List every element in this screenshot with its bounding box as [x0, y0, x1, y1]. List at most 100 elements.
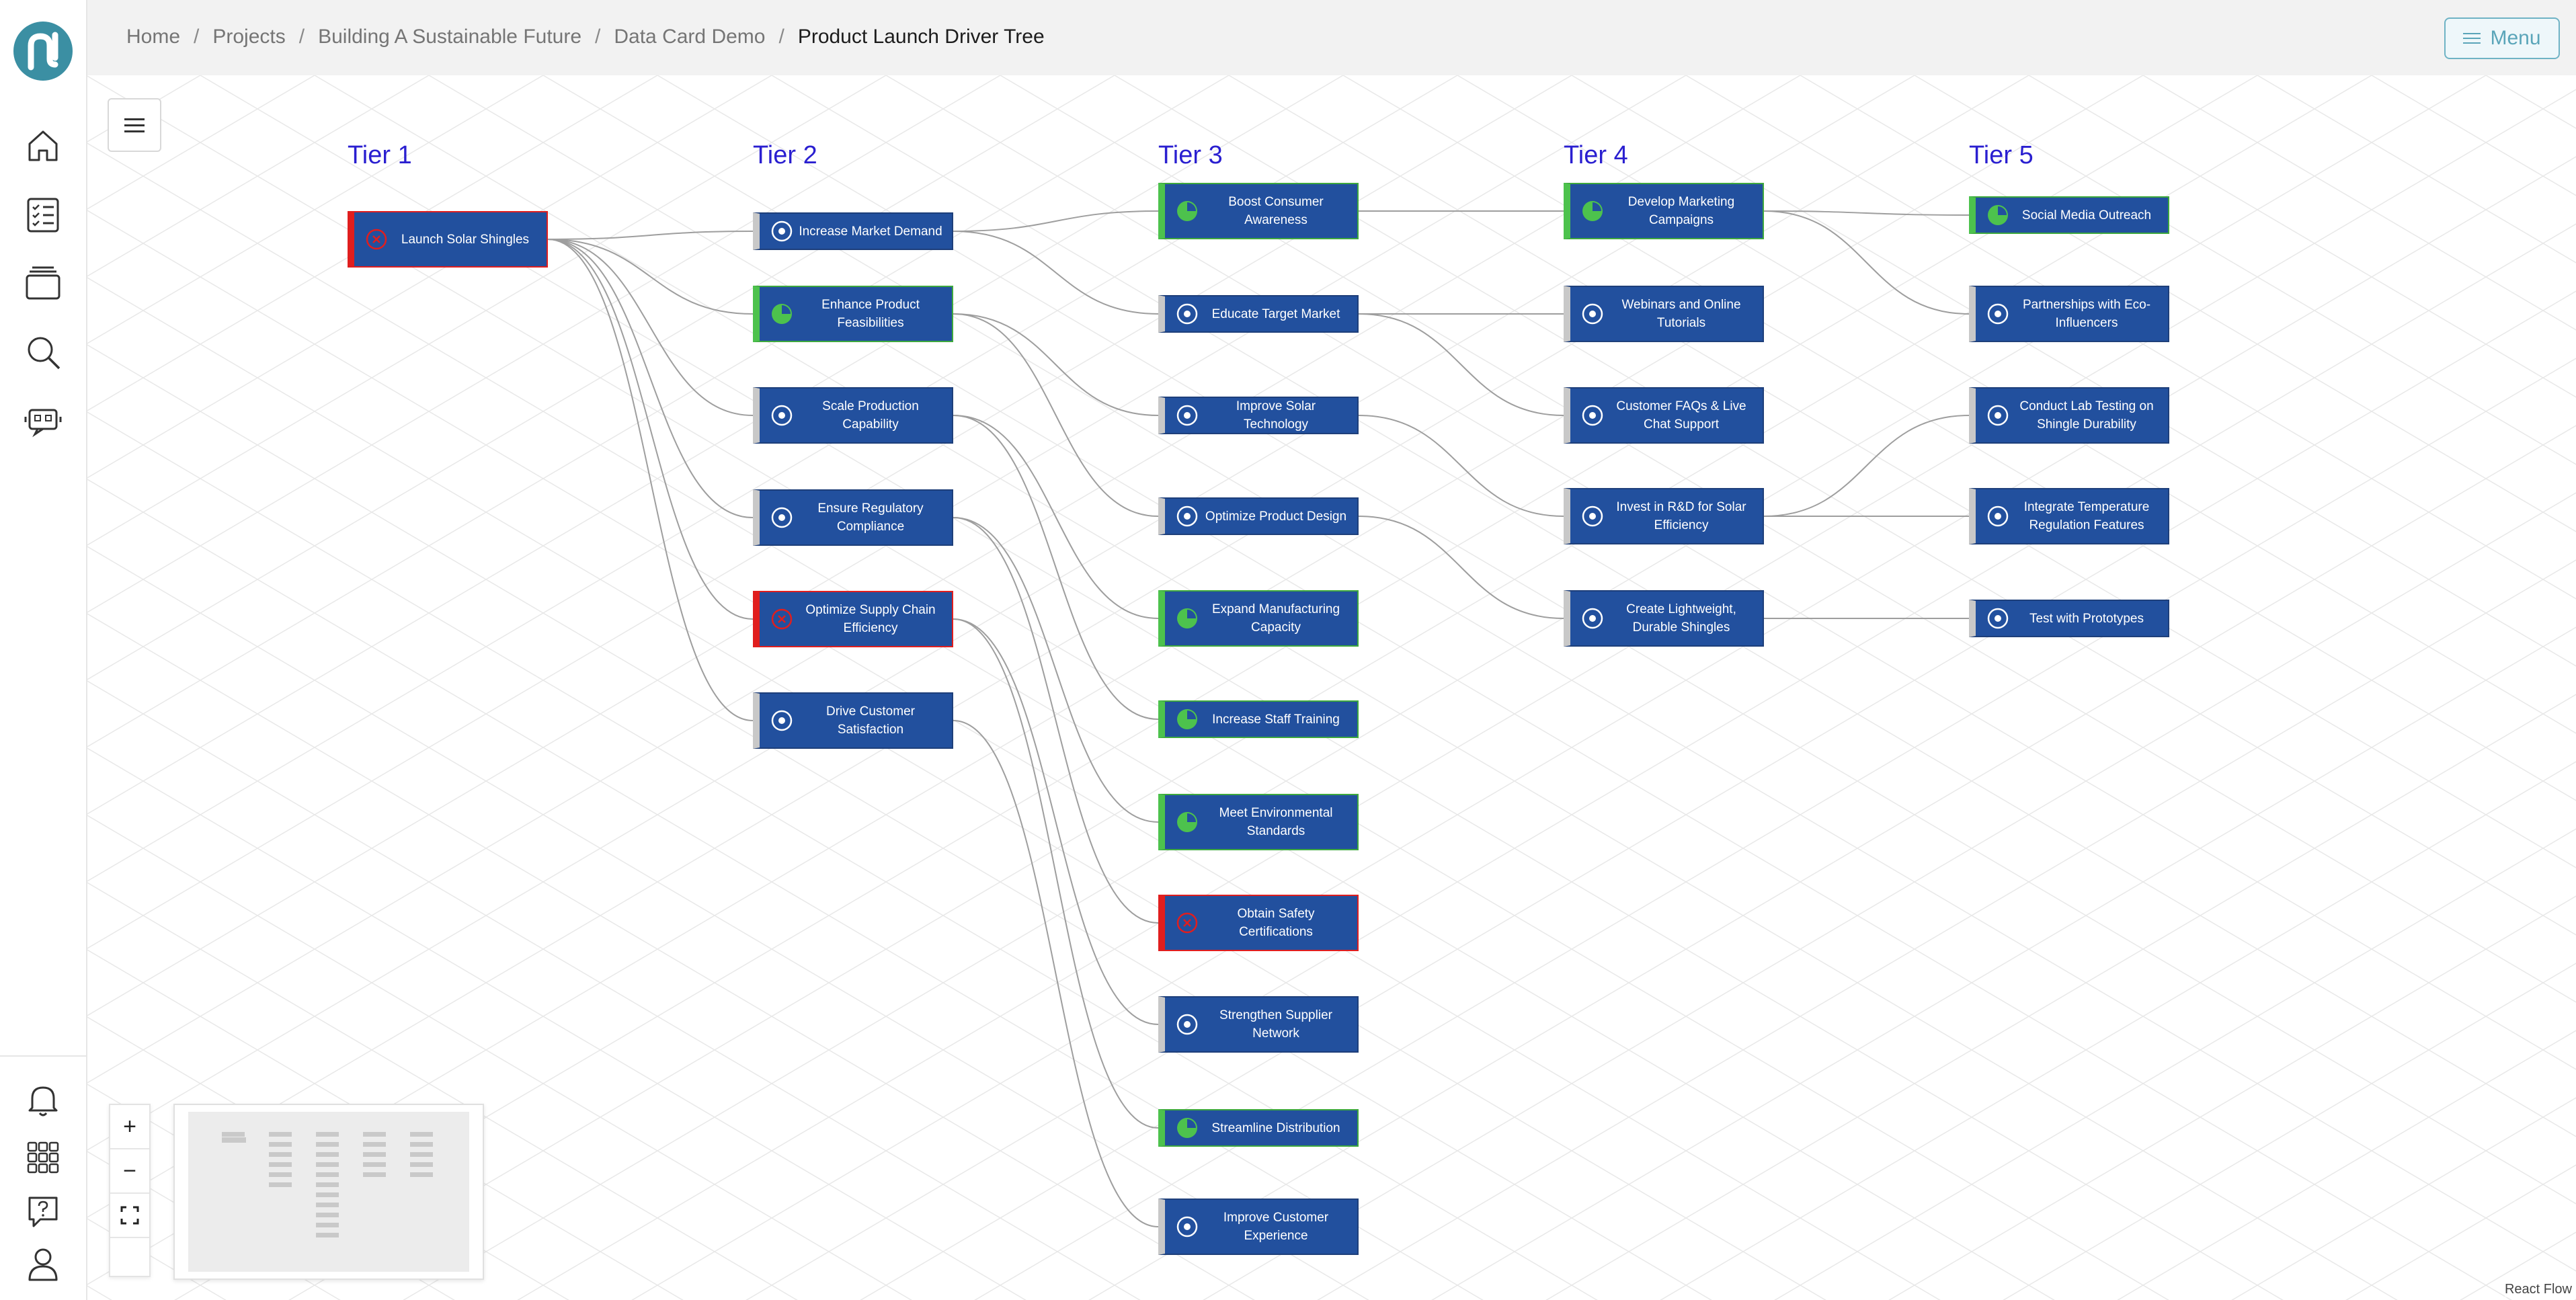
- driver-node-label: Invest in R&D for Solar Efficiency: [1616, 500, 1746, 532]
- driver-node[interactable]: Boost Consumer Awareness: [1158, 183, 1359, 239]
- driver-node-label: Scale Production Capability: [822, 399, 919, 432]
- home-icon[interactable]: [23, 125, 63, 165]
- not-started-status-icon: [1581, 404, 1604, 427]
- not-started-status-icon: [770, 404, 793, 427]
- driver-node[interactable]: Customer FAQs & Live Chat Support: [1564, 387, 1764, 444]
- zoom-in-button[interactable]: +: [110, 1105, 149, 1149]
- progress-pie-icon: [1581, 200, 1604, 222]
- edge-connector: [953, 415, 1159, 720]
- driver-node[interactable]: Launch Solar Shingles: [348, 211, 548, 268]
- driver-node[interactable]: Develop Marketing Campaigns: [1564, 183, 1764, 239]
- driver-node-label: Obtain Safety Certifications: [1237, 907, 1315, 939]
- driver-node[interactable]: Webinars and Online Tutorials: [1564, 286, 1764, 342]
- driver-node[interactable]: Improve Solar Technology: [1158, 397, 1359, 434]
- driver-node[interactable]: Drive Customer Satisfaction: [753, 692, 953, 749]
- driver-node[interactable]: Conduct Lab Testing on Shingle Durabilit…: [1969, 387, 2169, 444]
- edge-connector: [1358, 415, 1564, 517]
- edge-connector: [1358, 313, 1564, 416]
- progress-pie-icon: [1176, 708, 1199, 731]
- fit-view-button[interactable]: [110, 1194, 149, 1238]
- driver-node[interactable]: Partnerships with Eco-Influencers: [1969, 286, 2169, 342]
- flow-canvas[interactable]: Tier 1 Tier 2 Tier 3 Tier 4 Tier 5 Launc…: [86, 75, 2576, 1300]
- layers-icon[interactable]: [23, 263, 63, 304]
- driver-node[interactable]: Ensure Regulatory Compliance: [753, 489, 953, 546]
- not-started-status-icon: [770, 220, 793, 243]
- driver-node-label: Customer FAQs & Live Chat Support: [1616, 399, 1746, 432]
- not-started-status-icon: [1581, 505, 1604, 528]
- driver-node[interactable]: Meet Environmental Standards: [1158, 794, 1359, 850]
- breadcrumb-projects[interactable]: Projects: [212, 26, 286, 48]
- driver-node-label: Streamline Distribution: [1211, 1121, 1340, 1135]
- progress-pie-icon: [770, 302, 793, 325]
- flow-controls: + −: [109, 1104, 151, 1277]
- driver-node-label: Webinars and Online Tutorials: [1621, 298, 1741, 330]
- not-started-status-icon: [1176, 505, 1199, 528]
- driver-node[interactable]: Increase Market Demand: [753, 212, 953, 250]
- minimap[interactable]: [173, 1104, 484, 1280]
- driver-node[interactable]: Optimize Supply Chain Efficiency: [753, 591, 953, 647]
- driver-node[interactable]: Test with Prototypes: [1969, 600, 2169, 637]
- not-started-status-icon: [1176, 1013, 1199, 1036]
- breadcrumb: Home / Projects / Building A Sustainable…: [126, 26, 1045, 48]
- breadcrumb-home[interactable]: Home: [126, 26, 181, 48]
- driver-node[interactable]: Integrate Temperature Regulation Feature…: [1969, 488, 2169, 544]
- driver-node[interactable]: Improve Customer Experience: [1158, 1199, 1359, 1255]
- tier-5-label: Tier 5: [1969, 141, 2034, 169]
- menu-icon: [2463, 30, 2481, 47]
- fit-view-icon: [120, 1206, 139, 1225]
- progress-pie-icon: [1986, 204, 2009, 227]
- edge-connector: [1763, 210, 1970, 315]
- apps-grid-icon[interactable]: [23, 1137, 63, 1178]
- react-flow-attribution[interactable]: React Flow: [2504, 1282, 2572, 1297]
- edge-connector: [953, 231, 1159, 315]
- help-icon[interactable]: [23, 1191, 63, 1231]
- app-logo[interactable]: [12, 20, 74, 82]
- driver-node-label: Conduct Lab Testing on Shingle Durabilit…: [2019, 399, 2154, 432]
- edge-connector: [953, 415, 1159, 619]
- driver-node-label: Optimize Supply Chain Efficiency: [805, 603, 936, 635]
- driver-node[interactable]: Create Lightweight, Durable Shingles: [1564, 590, 1764, 647]
- checklist-icon[interactable]: [23, 195, 63, 235]
- not-started-status-icon: [1986, 404, 2009, 427]
- driver-node[interactable]: Enhance Product Feasibilities: [753, 286, 953, 342]
- driver-node[interactable]: Increase Staff Training: [1158, 700, 1359, 738]
- minimap-preview: [188, 1112, 469, 1272]
- driver-node[interactable]: Obtain Safety Certifications: [1158, 895, 1359, 951]
- user-profile-icon[interactable]: [23, 1244, 63, 1284]
- driver-node-label: Ensure Regulatory Compliance: [817, 501, 924, 534]
- driver-node[interactable]: Streamline Distribution: [1158, 1109, 1359, 1147]
- breadcrumb-separator: /: [298, 26, 305, 48]
- breadcrumb-project[interactable]: Building A Sustainable Future: [318, 26, 582, 48]
- search-icon[interactable]: [23, 332, 63, 372]
- driver-node-label: Meet Environmental Standards: [1219, 806, 1333, 838]
- driver-node-label: Optimize Product Design: [1205, 509, 1347, 524]
- not-started-status-icon: [1986, 302, 2009, 325]
- driver-node[interactable]: Optimize Product Design: [1158, 497, 1359, 535]
- tier-4-label: Tier 4: [1564, 141, 1628, 169]
- driver-node[interactable]: Strengthen Supplier Network: [1158, 996, 1359, 1053]
- driver-node-label: Drive Customer Satisfaction: [826, 704, 915, 737]
- not-started-status-icon: [1176, 404, 1199, 427]
- driver-node[interactable]: Expand Manufacturing Capacity: [1158, 590, 1359, 647]
- menu-button[interactable]: Menu: [2444, 17, 2560, 59]
- toggle-panel-button[interactable]: [108, 98, 161, 152]
- edges-layer: [547, 210, 1970, 1227]
- edge-connector: [547, 239, 754, 518]
- zoom-out-button[interactable]: −: [110, 1149, 149, 1194]
- driver-node[interactable]: Invest in R&D for Solar Efficiency: [1564, 488, 1764, 544]
- not-started-status-icon: [1176, 302, 1199, 325]
- driver-node-label: Educate Target Market: [1211, 307, 1340, 321]
- driver-node-label: Enhance Product Feasibilities: [821, 298, 920, 330]
- driver-node[interactable]: Educate Target Market: [1158, 295, 1359, 333]
- edge-connector: [953, 517, 1159, 823]
- chatbot-icon[interactable]: [23, 401, 63, 441]
- breadcrumb-separator: /: [194, 26, 200, 48]
- breadcrumb-data-card-demo[interactable]: Data Card Demo: [614, 26, 766, 48]
- driver-node[interactable]: Scale Production Capability: [753, 387, 953, 444]
- progress-pie-icon: [1176, 811, 1199, 834]
- driver-node-label: Increase Market Demand: [799, 224, 942, 239]
- notifications-bell-icon[interactable]: [23, 1080, 63, 1120]
- edge-connector: [547, 239, 754, 416]
- driver-node[interactable]: Social Media Outreach: [1969, 196, 2169, 234]
- not-started-status-icon: [1581, 302, 1604, 325]
